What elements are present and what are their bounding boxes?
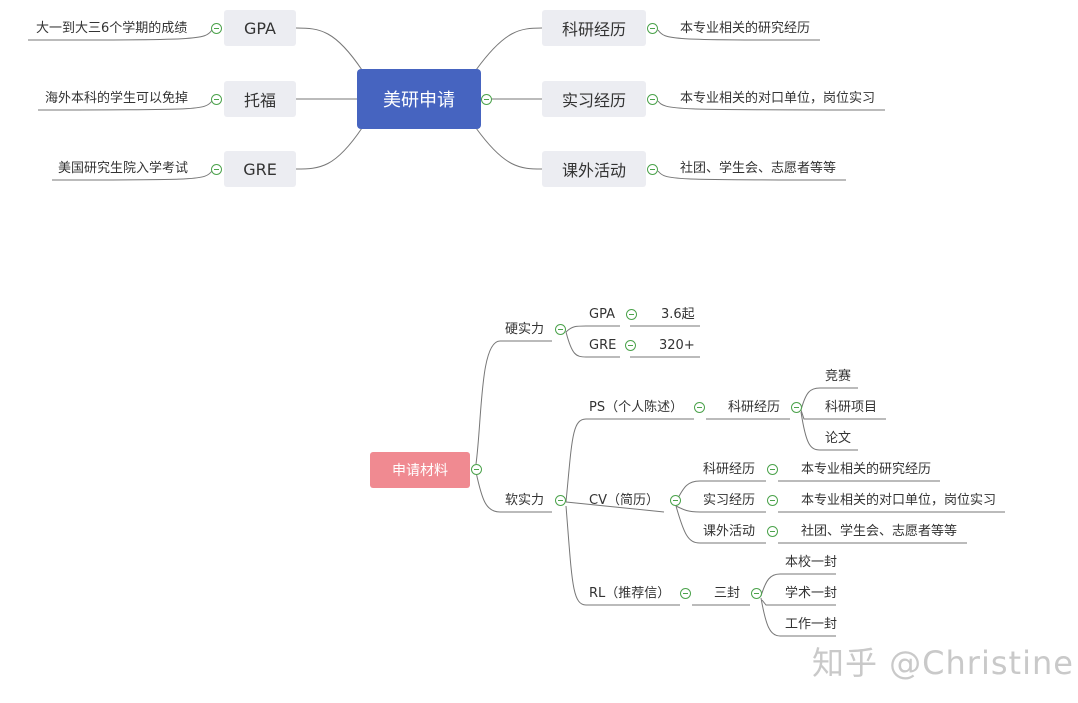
collapse-toggle-icon[interactable] — [670, 495, 681, 506]
node-cv-activity-note: 社团、学生会、志愿者等等 — [801, 524, 958, 539]
node-cv[interactable]: CV（简历） — [589, 493, 659, 508]
top-note-intern: 本专业相关的对口单位，岗位实习 — [680, 91, 876, 106]
top-branch-gpa[interactable]: GPA — [224, 10, 296, 46]
watermark: 知乎 @Christine — [812, 644, 1074, 682]
connector-root-research — [475, 27, 543, 71]
node-hard-gpa-value: 3.6起 — [661, 307, 695, 322]
top-note-toefl: 海外本科的学生可以免掉 — [45, 91, 189, 106]
connector-root-hard — [475, 340, 552, 465]
connector-root-gre — [295, 127, 363, 170]
connector-root-gpa — [295, 27, 363, 71]
node-cv-activity[interactable]: 课外活动 — [703, 524, 756, 539]
collapse-toggle-icon[interactable] — [211, 94, 222, 105]
collapse-toggle-icon[interactable] — [555, 495, 566, 506]
top-branch-intern[interactable]: 实习经历 — [542, 81, 646, 117]
node-rl[interactable]: RL（推荐信） — [589, 586, 671, 601]
node-hard-gre-value: 320+ — [659, 338, 695, 353]
node-cv-intern-note: 本专业相关的对口单位，岗位实习 — [801, 493, 997, 508]
collapse-toggle-icon[interactable] — [791, 402, 802, 413]
collapse-toggle-icon[interactable] — [694, 402, 705, 413]
top-branch-toefl[interactable]: 托福 — [224, 81, 296, 117]
collapse-toggle-icon[interactable] — [647, 94, 658, 105]
node-soft[interactable]: 软实力 — [505, 493, 545, 508]
node-cv-research-note: 本专业相关的研究经历 — [801, 462, 932, 477]
collapse-toggle-icon[interactable] — [767, 464, 778, 475]
top-branch-gre[interactable]: GRE — [224, 151, 296, 187]
node-hard[interactable]: 硬实力 — [505, 322, 545, 337]
collapse-toggle-icon[interactable] — [555, 324, 566, 335]
node-hard-gpa[interactable]: GPA — [589, 307, 615, 322]
connector-soft-ps — [565, 418, 694, 503]
node-rl-three[interactable]: 三封 — [714, 586, 741, 601]
collapse-toggle-icon[interactable] — [751, 588, 762, 599]
node-ps-research[interactable]: 科研经历 — [728, 400, 781, 415]
collapse-toggle-icon[interactable] — [767, 526, 778, 537]
collapse-toggle-icon[interactable] — [647, 164, 658, 175]
node-cv-research[interactable]: 科研经历 — [703, 462, 756, 477]
node-rl-academic: 学术一封 — [785, 586, 838, 601]
collapse-toggle-icon[interactable] — [625, 340, 636, 351]
collapse-toggle-icon[interactable] — [680, 588, 691, 599]
node-ps-paper: 论文 — [825, 431, 852, 446]
collapse-toggle-icon[interactable] — [647, 23, 658, 34]
top-note-gpa: 大一到大三6个学期的成绩 — [36, 21, 188, 36]
top-note-gre: 美国研究生院入学考试 — [58, 161, 189, 176]
node-ps-project: 科研项目 — [825, 400, 878, 415]
top-branch-research[interactable]: 科研经历 — [542, 10, 646, 46]
top-root-node[interactable]: 美研申请 — [357, 69, 481, 129]
node-cv-intern[interactable]: 实习经历 — [703, 493, 756, 508]
top-note-research: 本专业相关的研究经历 — [680, 21, 811, 36]
collapse-toggle-icon[interactable] — [767, 495, 778, 506]
node-rl-work: 工作一封 — [785, 617, 838, 632]
collapse-toggle-icon[interactable] — [211, 23, 222, 34]
collapse-toggle-icon[interactable] — [481, 94, 492, 105]
node-hard-gre[interactable]: GRE — [589, 338, 617, 353]
top-branch-activity[interactable]: 课外活动 — [542, 151, 646, 187]
collapse-toggle-icon[interactable] — [211, 164, 222, 175]
connector-hard-gpa — [565, 325, 620, 333]
top-note-activity: 社团、学生会、志愿者等等 — [680, 161, 837, 176]
collapse-toggle-icon[interactable] — [626, 309, 637, 320]
node-ps-contest: 竞赛 — [825, 369, 852, 384]
node-rl-school: 本校一封 — [785, 555, 838, 570]
connector-root-activity — [475, 127, 543, 170]
node-ps[interactable]: PS（个人陈述） — [589, 400, 684, 415]
collapse-toggle-icon[interactable] — [471, 464, 482, 475]
bottom-root-node[interactable]: 申请材料 — [370, 452, 470, 488]
